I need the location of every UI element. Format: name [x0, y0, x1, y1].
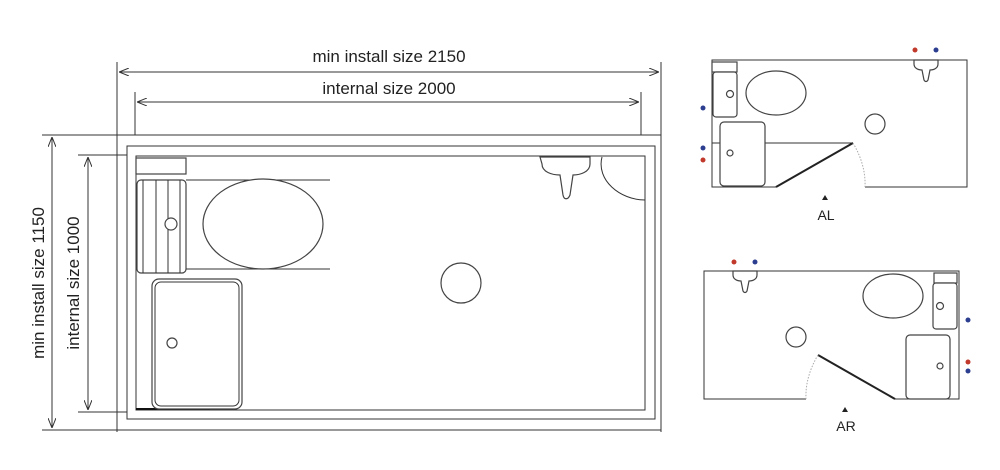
entry-arrow-icon	[842, 407, 848, 412]
door-swing-icon	[600, 156, 646, 201]
main-room	[126, 145, 656, 420]
cold-water-dot	[933, 47, 939, 53]
inner-height-label: internal size 1000	[64, 216, 83, 349]
floor-drain-icon	[440, 262, 482, 304]
shower-tray	[151, 278, 243, 410]
variant-ar-label: AR	[836, 418, 855, 434]
outer-width-label: min install size 2150	[312, 47, 465, 66]
inner-width-label: internal size 2000	[322, 79, 455, 98]
sink-icon	[539, 156, 591, 200]
variant-ar-plan	[703, 259, 971, 412]
variant-al-plan	[700, 47, 968, 200]
dimension-lines	[42, 62, 662, 432]
entry-arrow-icon	[822, 195, 828, 200]
toilet-icon	[202, 178, 324, 270]
shelf-rack	[135, 157, 187, 274]
hot-water-dot	[912, 47, 918, 53]
outer-height-label: min install size 1150	[29, 207, 48, 359]
variant-al-label: AL	[817, 207, 834, 223]
